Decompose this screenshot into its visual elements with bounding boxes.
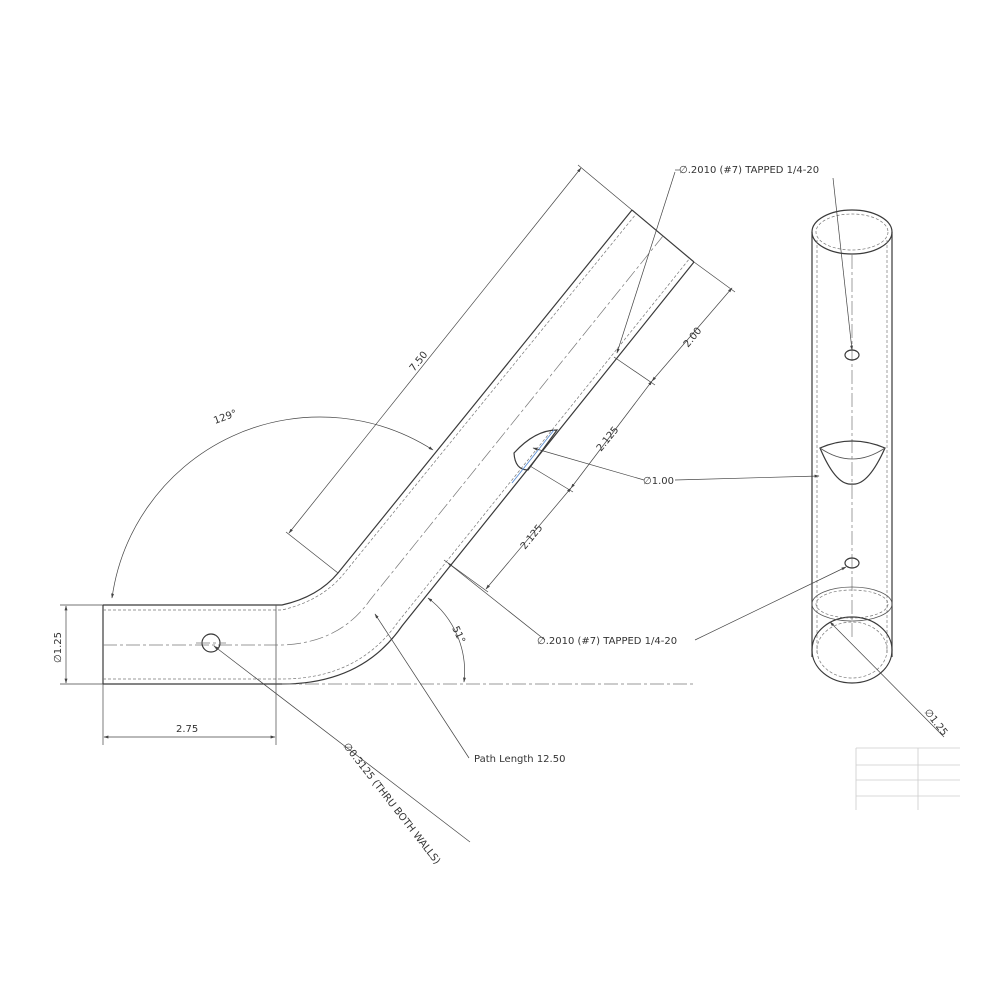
dim-dia-125-side-text: ∅1.25 <box>53 632 64 663</box>
tube-centerline <box>103 235 664 646</box>
hole-bottom-label: ∅.2010 (#7) TAPPED 1/4-20 <box>537 636 677 647</box>
dim-750-text: 7.50 <box>408 350 431 374</box>
notch-cutout <box>513 429 559 471</box>
tube-top-opening <box>811 209 893 255</box>
title-block <box>855 747 960 810</box>
hole-top-label: ∅.2010 (#7) TAPPED 1/4-20 <box>679 165 819 176</box>
dim-dia-125-side: ∅1.25 <box>53 604 103 685</box>
dim-angle-51-text: 51° <box>449 625 466 646</box>
dia-100-label: ∅1.00 <box>643 476 674 487</box>
tube-inner-wall-bottom <box>103 257 691 680</box>
tube-inner-wall-top <box>103 213 637 611</box>
dim-angle-129-text: 129° <box>212 408 238 427</box>
tube-bottom-end <box>811 616 893 684</box>
notch-highlight <box>511 429 555 484</box>
dim-275: 2.75 <box>102 684 277 745</box>
dim-2125-lower: 2.125 <box>443 487 572 593</box>
dim-2125-upper-text: 2.125 <box>595 425 622 454</box>
dim-200: 2.00 <box>613 261 736 386</box>
dim-275-text: 2.75 <box>176 724 198 735</box>
leader-right-top-hole <box>832 177 853 351</box>
path-length-label: Path Length 12.50 <box>474 754 565 765</box>
dim-200-text: 2.00 <box>682 326 705 350</box>
leader-path-length: Path Length 12.50 <box>374 613 565 765</box>
tube-outer-top <box>103 209 633 606</box>
notch-view <box>819 440 886 485</box>
tapped-hole-bottom <box>844 557 860 569</box>
dim-angle-51: 51° <box>427 597 467 683</box>
dim-dia-125-end-text: ∅1.25 <box>922 707 950 738</box>
dim-2125-lower-text: 2.125 <box>519 523 546 552</box>
dim-750: 7.50 <box>285 164 633 574</box>
leader-hole-bottom: ∅.2010 (#7) TAPPED 1/4-20 <box>447 562 677 647</box>
straight-tube-view <box>811 209 893 684</box>
leader-hole-top: ∅.2010 (#7) TAPPED 1/4-20 <box>616 165 819 354</box>
thru-hole-label: ∅0.3125 (THRU BOTH WALLS) <box>341 741 443 867</box>
leader-right-bottom-hole <box>694 566 847 641</box>
leader-dia-100: ∅1.00 <box>532 447 820 487</box>
tube-outer-bottom <box>103 261 695 685</box>
dim-angle-129: 129° <box>111 408 434 599</box>
leader-thru-hole: ∅0.3125 (THRU BOTH WALLS) <box>213 645 471 867</box>
